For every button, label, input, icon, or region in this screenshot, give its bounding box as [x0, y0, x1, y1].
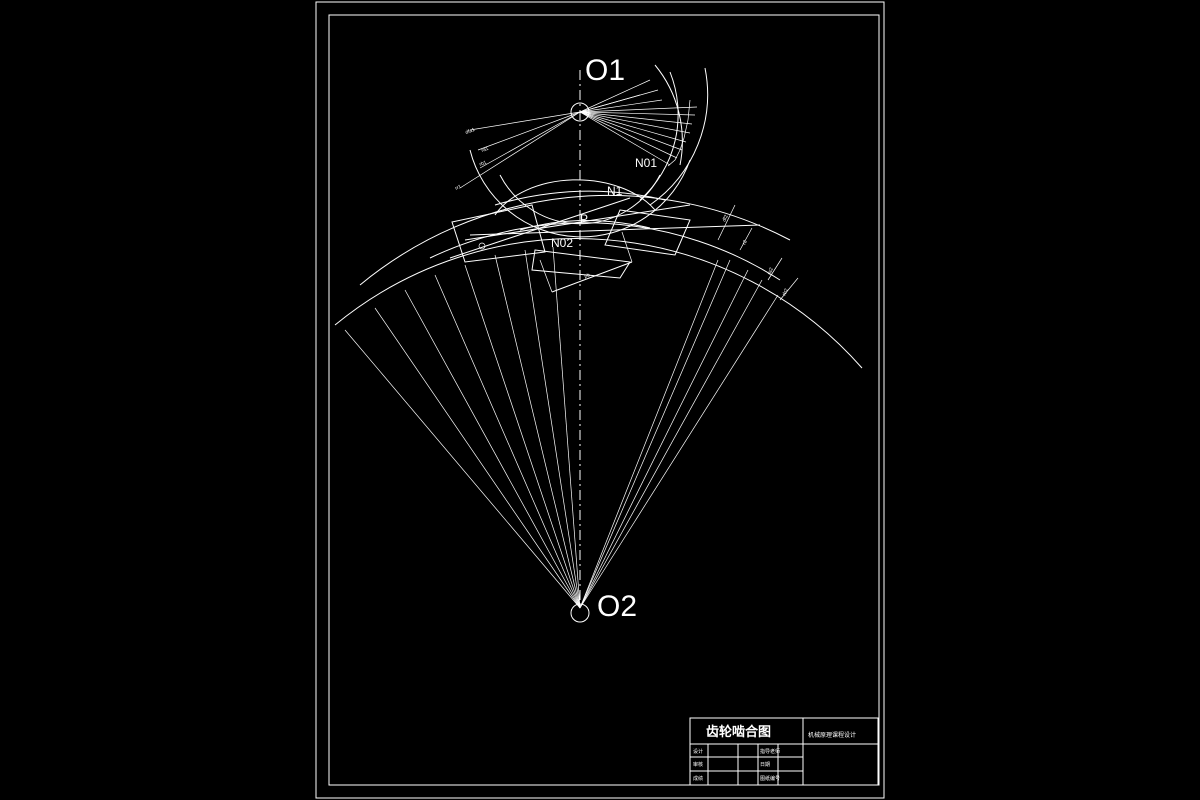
mesh-arc-1 — [494, 190, 666, 206]
pb-ext-1 — [539, 259, 553, 293]
contact-point-circle — [478, 242, 486, 250]
rack-outline-2 — [604, 209, 691, 256]
pb-ext-2 — [621, 231, 633, 263]
o1-label: O1 — [585, 54, 625, 87]
dim-label-8: rb2 — [781, 288, 790, 297]
dim-ext-1 — [717, 204, 736, 241]
dim-ext-3 — [767, 257, 783, 281]
n02-label: N02 — [551, 236, 573, 250]
rack-outline-3 — [531, 249, 631, 279]
title-block-row3-right: 图纸编号 — [760, 775, 780, 782]
small-gear-addendum-arc — [649, 67, 709, 206]
dim-label-3: rb1 — [479, 160, 488, 168]
o1-ray-fan — [459, 79, 698, 189]
dim-label-5: df2 — [721, 214, 729, 223]
dim-ext-2 — [739, 227, 753, 251]
title-block-row3-left: 成绩 — [693, 775, 703, 782]
large-gear — [334, 194, 863, 623]
mesh-zone — [449, 190, 761, 293]
o2-ray-fan — [344, 246, 779, 609]
small-gear-tooth-arc — [494, 179, 656, 216]
small-gear-base-arc — [654, 64, 683, 166]
large-gear-addendum-arc — [334, 238, 863, 369]
pb-dimension-line — [551, 261, 633, 293]
dim-ext-4 — [779, 277, 799, 301]
o2-label: O2 — [597, 590, 637, 623]
dim-label-6: r2 — [741, 239, 748, 246]
n1-label: N1 — [607, 184, 623, 198]
rack-outline — [451, 204, 546, 263]
small-gear — [459, 64, 709, 238]
dim-label-4: rr1 — [454, 184, 462, 192]
dim-label-1: dfa1 — [465, 127, 476, 136]
title-block-title: 齿轮啮合图 — [706, 724, 771, 740]
dim-label-9: pb — [584, 272, 591, 280]
n01-label: N01 — [635, 156, 657, 170]
title-block-project: 机械原理课程设计 — [808, 731, 856, 739]
dim-label-2: ra1 — [481, 146, 490, 154]
dim-label-7: ra2 — [766, 267, 775, 276]
small-gear-lower-arc — [469, 149, 691, 238]
title-block-row1-left: 设计 — [693, 748, 703, 755]
small-gear-pitch-arc — [639, 71, 679, 201]
outer-border — [315, 1, 885, 799]
title-block — [689, 717, 879, 786]
title-block-row2-right: 日期 — [760, 762, 770, 768]
title-block-row1-right: 指导老师 — [760, 748, 780, 755]
p-label: P — [580, 212, 588, 226]
inner-border — [328, 14, 880, 786]
large-gear-base-arc — [429, 222, 781, 281]
common-tangent — [469, 224, 761, 236]
large-gear-pitch-arc — [359, 194, 791, 286]
title-block-row2-left: 审核 — [693, 761, 703, 768]
